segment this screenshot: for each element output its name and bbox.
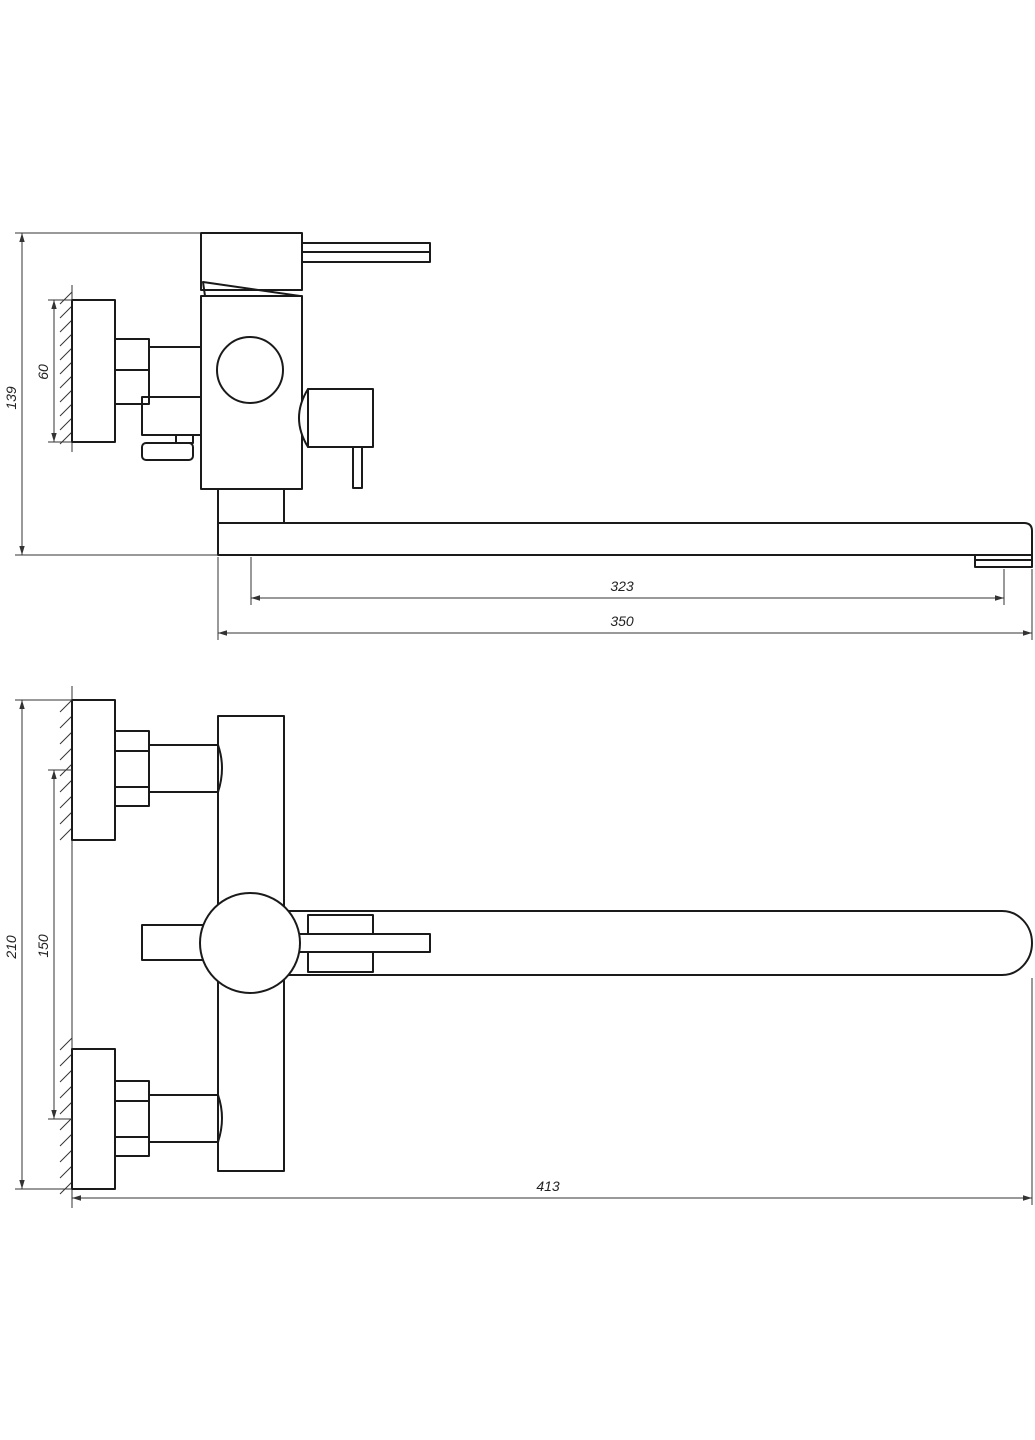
dim-label-spout-reach-total: 350 — [610, 613, 634, 629]
dim-total-width: 210 — [3, 699, 72, 1190]
top-lower-flange — [71, 1048, 116, 1190]
dim-spout-reach-total: 350 — [217, 557, 1033, 640]
dim-label-total-width: 210 — [3, 935, 19, 960]
dim-label-center-distance: 150 — [35, 934, 51, 958]
side-body-circle — [216, 336, 284, 404]
side-spout — [217, 522, 1033, 556]
dim-spout-reach-inner: 323 — [250, 557, 1005, 605]
top-upper-flange — [71, 699, 116, 841]
top-lower-pipe — [148, 1094, 220, 1143]
dim-total-height: 139 — [3, 232, 218, 556]
top-lower-nut — [114, 1080, 150, 1157]
top-spout — [283, 910, 1033, 976]
dim-mount-height: 60 — [35, 299, 72, 443]
top-upper-pipe — [148, 744, 220, 793]
side-view: 139 60 323 350 — [3, 232, 1033, 640]
dim-label-mount-height: 60 — [35, 364, 51, 380]
top-upper-nut — [114, 730, 150, 807]
side-connecting-pipe — [148, 346, 202, 398]
dim-total-length: 413 — [72, 978, 1033, 1205]
side-diverter-knob — [141, 442, 194, 461]
side-diverter-pin — [352, 446, 363, 489]
top-cartridge-circle — [199, 892, 301, 994]
side-wall-flange — [71, 299, 116, 443]
top-wall-hatch — [59, 686, 73, 1208]
side-body-neck — [217, 488, 285, 524]
dim-label-spout-reach-inner: 323 — [610, 578, 634, 594]
dim-label-total-length: 413 — [536, 1178, 560, 1194]
side-lower-bracket — [141, 396, 202, 436]
side-eccentric-nut — [114, 338, 150, 405]
top-handle-lever — [293, 933, 431, 953]
side-wall-hatch — [59, 285, 73, 452]
top-view: 210 150 413 — [3, 686, 1033, 1208]
dim-label-total-height: 139 — [3, 386, 19, 410]
side-knob-stem — [175, 434, 194, 444]
dim-center-distance: 150 — [35, 769, 72, 1120]
side-cartridge-cap — [200, 232, 303, 291]
side-diverter-housing — [307, 388, 374, 448]
